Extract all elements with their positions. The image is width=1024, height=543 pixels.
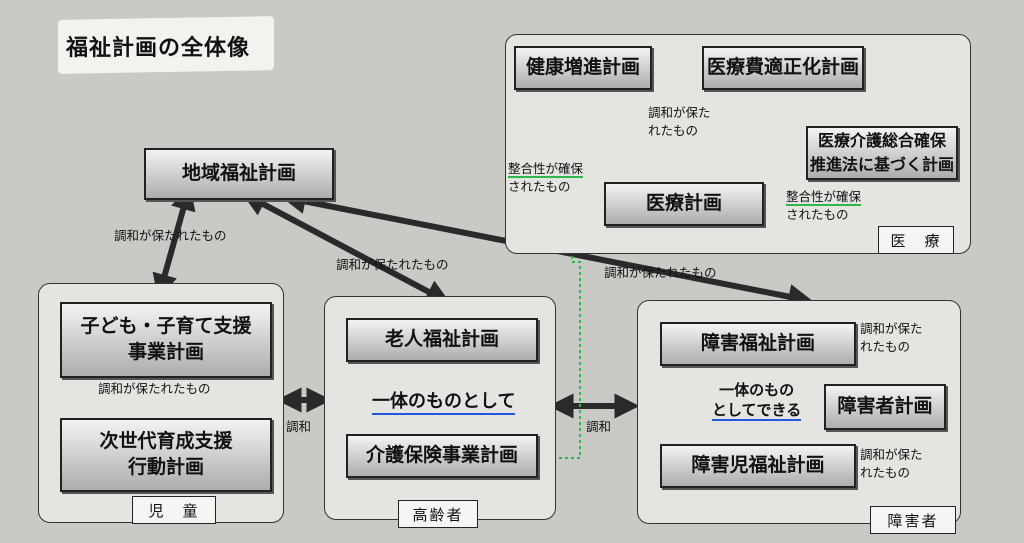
plan-disability-welfare: 障害福祉計画: [660, 322, 856, 366]
plan-medical-care-act: 医療介護総合確保 推進法に基づく計画: [806, 126, 958, 180]
plan-medical-cost: 医療費適正化計画: [702, 46, 864, 90]
label-harmony-elderly: 調和が保たれたもの: [336, 257, 449, 272]
label-can-unify-line1: 一体のもの: [719, 381, 795, 399]
group-medical-tag: 医 療: [878, 226, 954, 254]
label-consistency-left-line1: 整合性が確保: [508, 161, 584, 178]
group-elderly-tag: 高齢者: [398, 500, 478, 528]
label-harmony-children: 調和が保たれたもの: [114, 228, 227, 243]
label-consistency-right: 整合性が確保されたもの: [786, 188, 862, 224]
label-can-unify: 一体のものとしてできる: [712, 380, 802, 422]
label-harmony-children-elderly: 調和: [286, 419, 312, 434]
plan-elderly-welfare: 老人福祉計画: [346, 318, 538, 362]
arrow-community-children: [152, 184, 196, 300]
label-consistency-right-line1: 整合性が確保: [786, 189, 862, 206]
label-harmony-children-inner: 調和が保たれたもの: [98, 381, 211, 396]
group-children-tag: 児 童: [132, 496, 216, 524]
label-unified: 一体のものとして: [372, 390, 516, 416]
label-consistency-right-line2: されたもの: [786, 207, 849, 223]
label-harmony-disabled-bottom: 調和が保た れたもの: [860, 447, 923, 481]
plan-care-insurance: 介護保険事業計画: [346, 434, 538, 478]
plan-disabled-children: 障害児福祉計画: [660, 444, 856, 488]
plan-health-promotion: 健康増進計画: [514, 46, 652, 90]
plan-children-support: 子ども・子育て支援 事業計画: [60, 302, 272, 378]
plan-disabled-persons: 障害者計画: [824, 384, 946, 430]
label-harmony-disabled: 調和が保たれたもの: [604, 265, 717, 280]
label-consistency-left: 整合性が確保されたもの: [508, 160, 584, 196]
label-can-unify-line2: としてできる: [712, 401, 802, 422]
group-disabled-tag: 障害者: [870, 506, 956, 534]
label-harmony-disabled-top: 調和が保た れたもの: [860, 321, 923, 355]
label-harmony-medical: 調和が保た れたもの: [648, 105, 711, 139]
diagram-title: 福祉計画の全体像: [66, 36, 251, 61]
label-consistency-left-line2: されたもの: [508, 179, 571, 195]
link-medical-care-insurance: [535, 193, 610, 465]
plan-community-welfare: 地域福祉計画: [144, 148, 334, 200]
plan-next-generation: 次世代育成支援 行動計画: [60, 418, 272, 492]
label-harmony-elderly-disabled: 調和: [586, 419, 612, 434]
plan-medical: 医療計画: [604, 182, 764, 226]
